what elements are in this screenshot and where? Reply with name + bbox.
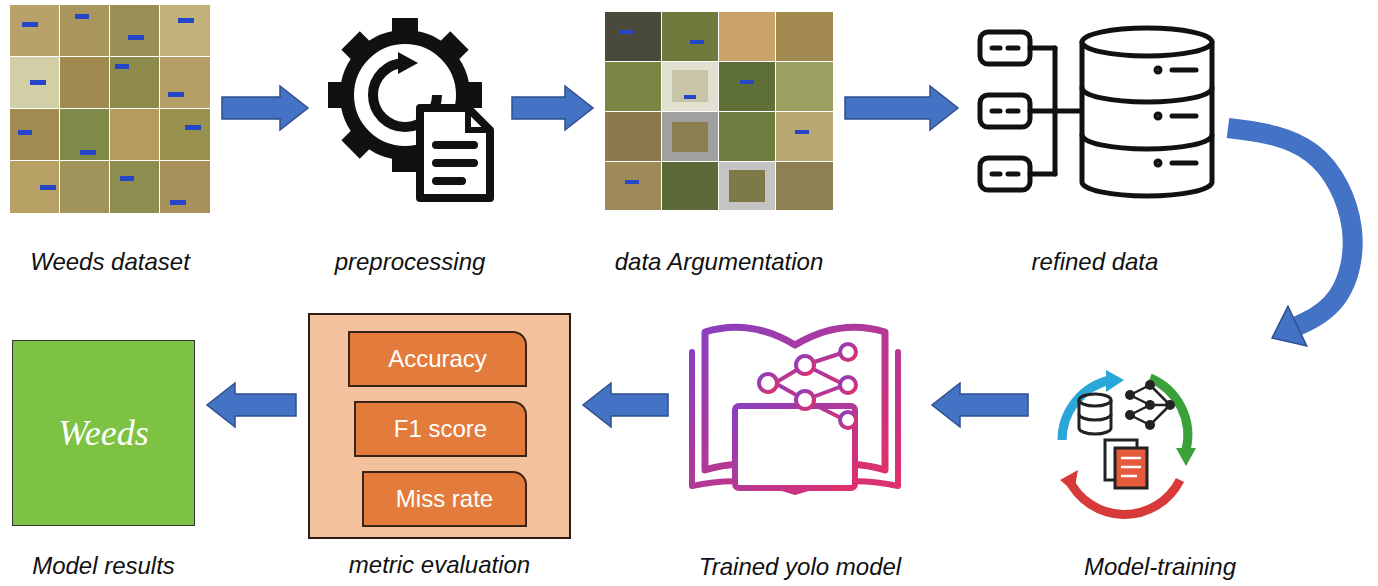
stage-figure: preprocessing bbox=[320, 4, 500, 276]
metric-tab: Accuracy bbox=[348, 331, 527, 387]
box-label: F1 score bbox=[394, 415, 487, 443]
stage-figure: Model-training bbox=[1040, 340, 1280, 581]
block-arrow bbox=[222, 86, 308, 130]
metric-tab: Miss rate bbox=[362, 471, 527, 527]
result-box: WeedsModel results bbox=[12, 340, 195, 526]
metric-tab: F1 score bbox=[354, 401, 527, 457]
stage-figure: data Argumentation bbox=[605, 4, 833, 276]
flow-arrow bbox=[222, 86, 308, 130]
stage-figure: refined data bbox=[970, 4, 1220, 276]
block-arrow bbox=[512, 86, 593, 130]
preprocessing-icon bbox=[328, 18, 490, 198]
training-cycle-icon bbox=[1060, 370, 1196, 514]
flow-arrow bbox=[845, 86, 958, 130]
curved-arrow-shaft bbox=[1228, 128, 1353, 326]
box-label: Weeds bbox=[58, 412, 149, 454]
stage-caption: Model results bbox=[32, 552, 175, 580]
flow-arrow bbox=[1228, 128, 1353, 346]
dataset-photo-grid bbox=[10, 5, 210, 213]
flow-arrow bbox=[512, 86, 593, 130]
flow-arrow bbox=[207, 383, 296, 427]
arrow-head bbox=[1272, 306, 1307, 346]
stage-caption: Trained yolo model bbox=[699, 553, 901, 581]
stage-caption: metric evaluation bbox=[349, 551, 530, 579]
stage-caption: refined data bbox=[1032, 248, 1159, 276]
stage-caption: Weeds dataset bbox=[30, 248, 190, 276]
trained-model-icon bbox=[692, 327, 898, 522]
box-label: Miss rate bbox=[396, 485, 493, 513]
database-icon bbox=[980, 28, 1212, 196]
box-label: Accuracy bbox=[388, 345, 487, 373]
block-arrow bbox=[207, 383, 296, 427]
stage-caption: data Argumentation bbox=[615, 248, 824, 276]
stage-figure: Trained yolo model bbox=[680, 306, 920, 581]
stage-caption: preprocessing bbox=[335, 248, 486, 276]
stage-caption: Model-training bbox=[1084, 553, 1236, 581]
stage-figure: Weeds dataset bbox=[10, 4, 210, 276]
flow-arrow bbox=[932, 383, 1028, 427]
flow-arrow bbox=[583, 383, 668, 427]
block-arrow bbox=[583, 383, 668, 427]
augmented-photo-grid bbox=[605, 12, 833, 210]
block-arrow bbox=[845, 86, 958, 130]
block-arrow bbox=[932, 383, 1028, 427]
metrics-panel: metric evaluationAccuracyF1 scoreMiss ra… bbox=[308, 313, 571, 539]
